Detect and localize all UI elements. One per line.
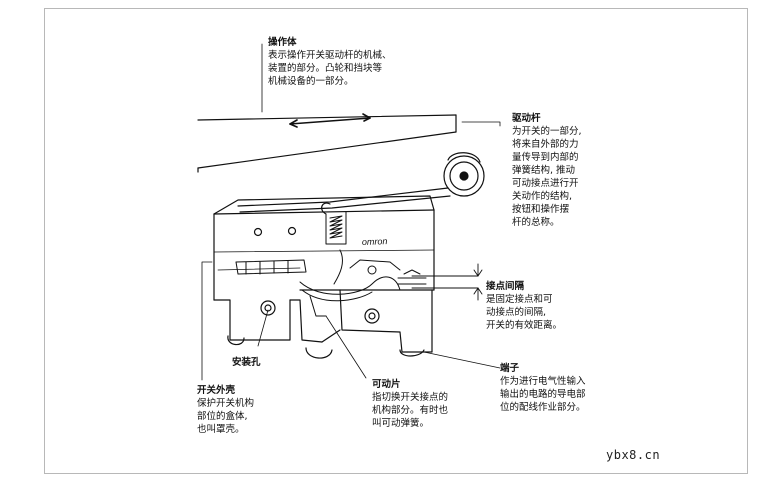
switch-housing: [213, 195, 435, 359]
plunger-spring: [325, 211, 347, 245]
label-line: 量传导到内部的: [512, 152, 579, 163]
diagram-frame: [44, 8, 748, 474]
label-line: 叫可动弹簧。: [372, 418, 430, 429]
label-line: 部位的盒体,: [197, 411, 248, 422]
label-line: 装置的部分。凸轮和挡块等: [268, 63, 383, 74]
label-terminal: 端子 作为进行电气性输入 输出的电路的导电部 位的配线作业部分。: [500, 362, 586, 414]
label-contact-gap: 接点间隔 是固定接点和可 动接点的间隔, 开关的有效距离。: [486, 280, 562, 332]
label-line: 输出的电路的导电部: [500, 389, 586, 400]
label-line: 杆的总称。: [512, 217, 560, 228]
label-title: 驱动杆: [512, 113, 541, 124]
label-line: 按钮和操作摆: [512, 204, 570, 215]
watermark: ybx8.cn: [606, 448, 661, 462]
label-line: 为开关的一部分,: [512, 126, 582, 137]
motion-double-arrow: [289, 113, 371, 128]
label-line: 位的配线作业部分。: [500, 402, 586, 413]
label-actuator-lever: 驱动杆 为开关的一部分, 将来自外部的力 量传导到内部的 弹簧结构, 推动 可动…: [512, 112, 582, 229]
label-line: 动接点的间隔,: [486, 307, 547, 318]
label-title: 开关外壳: [197, 385, 236, 396]
label-line: 是固定接点和可: [486, 294, 553, 305]
internal-mechanism: [235, 249, 427, 317]
label-title: 端子: [500, 363, 520, 374]
label-line: 也叫罩壳。: [197, 424, 245, 435]
label-title: 安装孔: [232, 357, 261, 368]
label-line: 机构部分。有时也: [372, 405, 449, 416]
label-line: 保护开关机构: [197, 398, 255, 409]
label-line: 表示操作开关驱动杆的机械、: [268, 50, 392, 61]
roller: [443, 152, 485, 197]
label-line: 作为进行电气性输入: [500, 376, 586, 387]
brand-mark: omron: [362, 236, 388, 247]
rivet: [253, 227, 263, 237]
label-line: 弹簧结构, 推动: [512, 165, 576, 176]
label-mounting-hole: 安装孔: [232, 356, 261, 369]
callout-lines: [201, 43, 501, 381]
label-line: 关动作的结构,: [512, 191, 573, 202]
label-actuator-body: 操作体 表示操作开关驱动杆的机械、 装置的部分。凸轮和挡块等 机械设备的一部分。: [268, 36, 392, 88]
lever-arm: [237, 187, 451, 215]
label-line: 开关的有效距离。: [486, 320, 563, 331]
actuating-plate: [197, 114, 457, 173]
label-movable-spring: 可动片 指切换开关接点的 机构部分。有时也 叫可动弹簧。: [372, 378, 448, 430]
mounting-hole: [260, 300, 276, 316]
label-line: 将来自外部的力: [512, 139, 579, 150]
label-title: 操作体: [268, 37, 297, 48]
contact-gap-marker: [411, 263, 483, 301]
mounting-hole: [364, 308, 380, 324]
label-switch-case: 开关外壳 保护开关机构 部位的盒体, 也叫罩壳。: [197, 384, 254, 436]
label-title: 接点间隔: [486, 281, 525, 292]
rivet: [287, 226, 297, 236]
label-line: 指切换开关接点的: [372, 392, 449, 403]
label-line: 机械设备的一部分。: [268, 76, 354, 87]
label-line: 可动接点进行开: [512, 178, 579, 189]
label-title: 可动片: [372, 379, 401, 390]
